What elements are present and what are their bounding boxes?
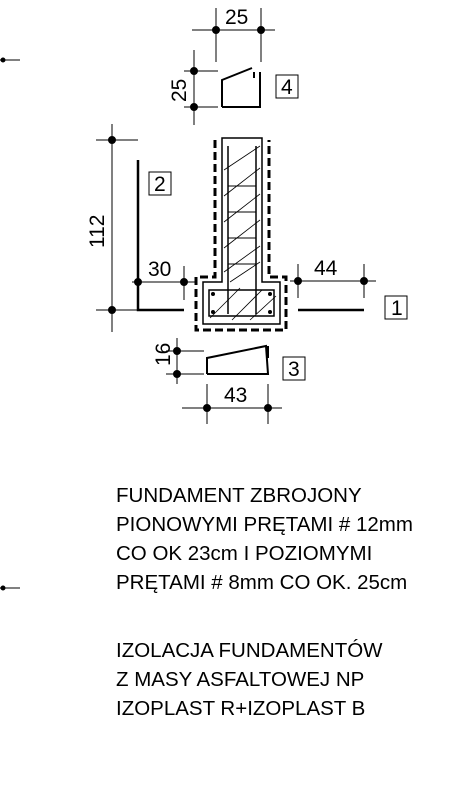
dim-label-112: 112 [86,215,109,248]
bar-3-shape [206,344,270,375]
note-insulation: IZOLACJA FUNDAMENTÓW Z MASY ASFALTOWEJ N… [116,636,383,723]
dim-44-horizontal [290,264,376,298]
dim-label-top-width: 25 [225,6,248,29]
edge-ticks [0,57,20,591]
tag-2-box [148,171,172,196]
dim-43-horizontal [182,384,282,424]
footing-stirrup [208,289,275,317]
note-reinforcement-line-2: PIONOWYMI PRĘTAMI # 12mm [116,513,413,536]
bar-4-shape [221,67,261,108]
dim-label-16: 16 [152,343,175,366]
note-insulation-line-1: IZOLACJA FUNDAMENTÓW [116,639,383,662]
bar-2-group: 112 2 30 [86,124,196,332]
dim-label-top-height: 25 [168,79,191,102]
note-insulation-line-3: IZOPLAST R+IZOPLAST B [116,697,366,720]
note-reinforcement-line-3: CO OK 23cm I POZIOMYMI [116,542,373,565]
bar-1-group: 44 1 [290,257,408,320]
note-insulation-line-2: Z MASY ASFALTOWEJ NP [116,668,365,691]
tag-2-label: 2 [154,173,166,196]
tag-1-label: 1 [391,297,403,320]
foundation-section [194,137,288,332]
note-reinforcement-line-4: PRĘTAMI # 8mm CO OK. 25cm [116,571,408,594]
dim-label-30: 30 [148,258,171,281]
tag-3-label: 3 [288,358,300,381]
tag-4-box [275,74,299,99]
dim-112-vertical [96,124,138,332]
dim-25-vertical [184,50,218,125]
vertical-rebars [227,146,257,314]
tag-3-box [282,356,306,381]
insulation-outline [194,140,288,332]
bar-3-group: 16 3 43 [152,338,306,424]
dim-label-43: 43 [224,384,247,407]
horizontal-stirrups [228,185,256,265]
wall-outline [202,137,281,325]
bar-2-shape [136,160,184,312]
dim-16-vertical [166,338,204,384]
tag-4-label: 4 [281,76,293,99]
dim-25-horizontal [192,8,275,62]
bar-4-group: 25 25 4 [168,6,299,125]
note-reinforcement-line-1: FUNDAMENT ZBROJONY [116,484,362,507]
note-reinforcement: FUNDAMENT ZBROJONY PIONOWYMI PRĘTAMI # 1… [116,481,413,597]
dim-30-horizontal [132,266,196,300]
wall-hatch [209,145,277,321]
dim-label-44: 44 [314,257,338,280]
tag-1-box [384,295,408,320]
